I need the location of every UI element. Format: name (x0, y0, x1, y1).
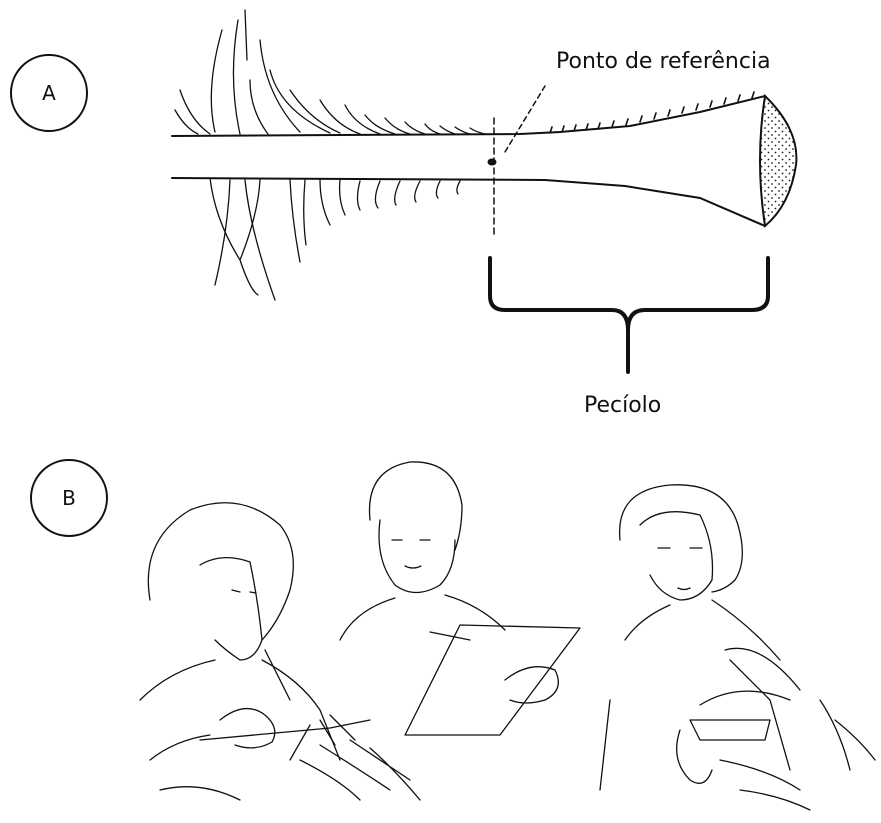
woman-left-eyes (232, 590, 256, 593)
petiole-lower-edge (172, 178, 765, 226)
man-pen (430, 632, 470, 640)
leaflets-upper (175, 10, 485, 134)
woman-right-face (640, 512, 713, 600)
man-clipboard (405, 625, 580, 735)
reference-point-label: Ponto de referência (556, 49, 771, 74)
woman-right-tube (725, 648, 800, 770)
woman-right-eyes (658, 548, 702, 590)
petiole-cross-section (760, 96, 796, 226)
man-eyes (392, 540, 430, 568)
woman-left-arm (220, 709, 275, 748)
man-face (379, 520, 455, 593)
man-shoulders (340, 595, 505, 640)
leaflet-mass-left (160, 740, 420, 800)
woman-right-body (600, 600, 780, 790)
woman-left-hair (148, 503, 293, 640)
leaflets-lower (210, 178, 460, 300)
man-hand (505, 667, 558, 703)
petiole-spines (550, 92, 754, 133)
woman-left-face (200, 558, 262, 660)
woman-right-hand (677, 730, 712, 783)
measuring-caliper (200, 715, 370, 745)
leaflet-mass-right (720, 700, 875, 810)
reference-leader (505, 86, 545, 152)
petiole-label: Pecíolo (584, 393, 661, 418)
petiole-upper-edge (172, 96, 765, 136)
reference-point-dot (488, 159, 497, 166)
people-illustration (140, 462, 875, 810)
woman-right-hair (620, 485, 743, 592)
man-hair (370, 462, 463, 550)
petiole-brace (490, 258, 768, 372)
